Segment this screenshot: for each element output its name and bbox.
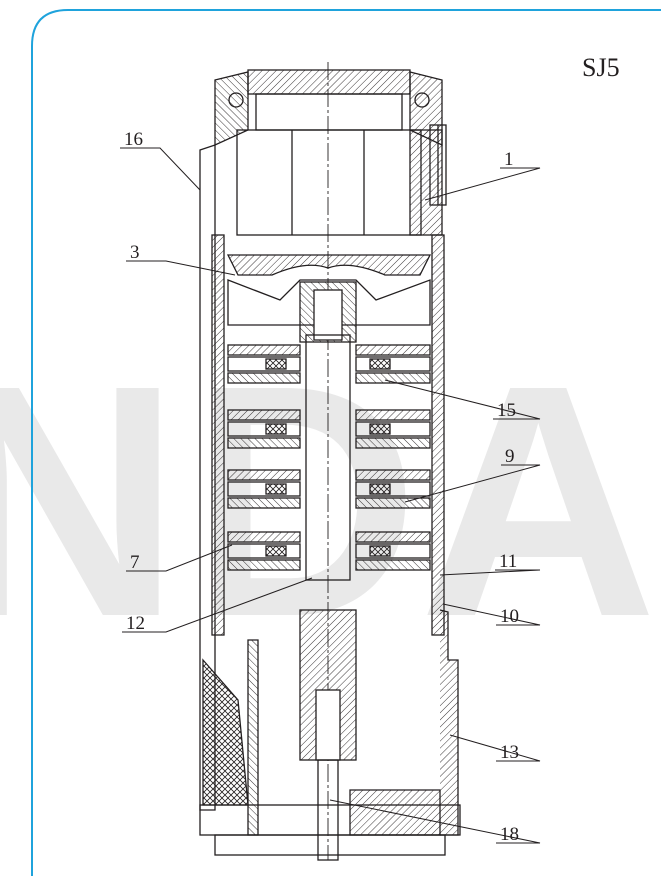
callout-1: 1	[424, 149, 541, 201]
callout-16: 16	[120, 129, 201, 191]
callout-3: 3	[126, 242, 236, 276]
callout-7: 7	[126, 544, 233, 573]
callout-leader	[439, 569, 541, 576]
callout-label: 13	[500, 742, 519, 763]
callout-leader	[122, 577, 313, 633]
callout-label: 9	[505, 446, 515, 467]
callout-13: 13	[449, 734, 541, 763]
callout-leader	[404, 464, 541, 503]
outer-casing	[211, 234, 459, 836]
rounded-frame	[31, 9, 661, 876]
callout-label: 11	[499, 551, 517, 572]
pump-shaft	[299, 334, 357, 861]
callout-label: 15	[497, 400, 516, 421]
callout-15: 15	[384, 379, 541, 421]
callout-11: 11	[439, 551, 541, 576]
callout-9: 9	[404, 446, 541, 503]
callout-leader	[424, 167, 541, 201]
callout-label: 16	[124, 129, 143, 150]
callout-leader	[120, 147, 201, 191]
cable-guard	[199, 144, 249, 811]
callout-label: 1	[504, 149, 514, 170]
callout-label: 7	[130, 552, 140, 573]
callout-label: 18	[500, 824, 519, 845]
pump-stage	[227, 531, 431, 571]
check-valve	[226, 254, 432, 343]
callout-leader	[126, 260, 236, 276]
pump-stage	[227, 344, 431, 384]
callout-12: 12	[122, 577, 313, 634]
pump-stages	[227, 344, 431, 571]
callout-10: 10	[442, 603, 541, 627]
callout-leader	[442, 603, 541, 626]
callout-leader	[329, 799, 541, 844]
pump-drawing	[199, 62, 461, 861]
pump-stage	[227, 469, 431, 509]
model-label: SJ5	[582, 53, 620, 82]
callout-18: 18	[329, 799, 541, 845]
callout-label: 12	[126, 613, 145, 634]
intake-base	[199, 789, 461, 856]
callout-label: 3	[130, 242, 140, 263]
callout-leader	[384, 379, 541, 420]
callout-leader	[449, 734, 541, 762]
pump-stage	[227, 409, 431, 449]
discharge-head	[214, 69, 447, 236]
callout-leader	[126, 544, 233, 572]
callout-label: 10	[500, 606, 519, 627]
